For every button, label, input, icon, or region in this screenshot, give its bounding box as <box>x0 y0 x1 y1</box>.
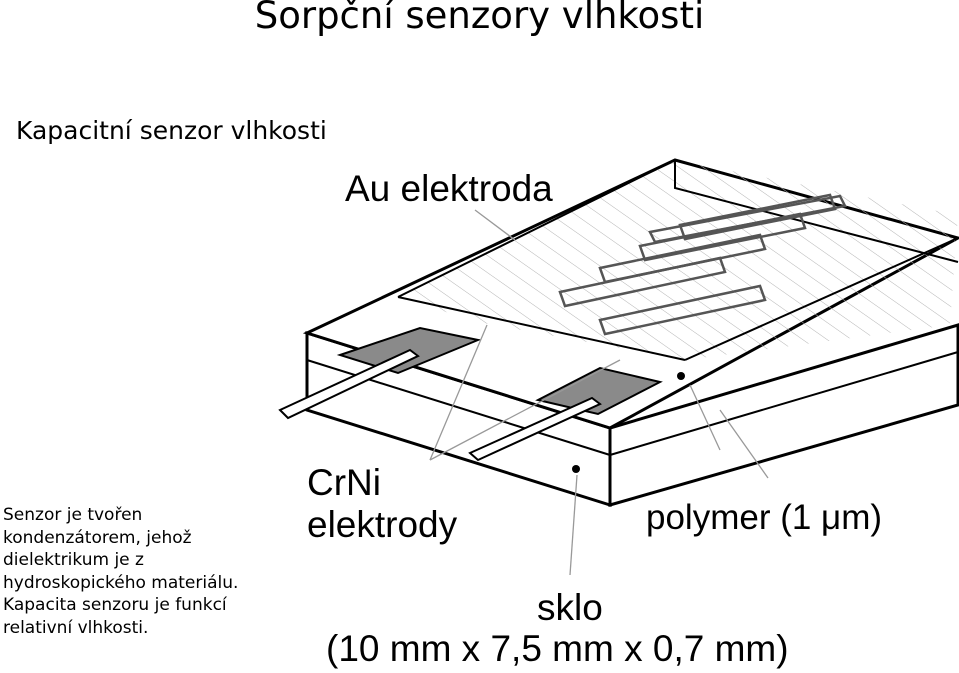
dimensions-label: (10 mm x 7,5 mm x 0,7 mm) <box>326 628 789 669</box>
polymer-marker-dot <box>677 372 685 380</box>
top-face-inner-edge <box>397 159 676 298</box>
lead-wire-right <box>468 396 602 462</box>
crni-electrode-label-line1: CrNi <box>307 462 381 503</box>
glass-label: sklo <box>537 587 603 628</box>
au-electrode-label: Au elektroda <box>345 168 553 209</box>
description-line: dielektrikum je z <box>3 550 144 571</box>
crni-electrode-label-line2: elektrody <box>307 504 458 545</box>
interdigitated-electrode <box>558 193 847 336</box>
description-line: Senzor je tvořen <box>3 505 143 525</box>
page-title: Sorpční senzory vlhkosti <box>254 0 705 37</box>
description-text: Senzor je tvořen kondenzátorem, jehož di… <box>3 504 293 640</box>
glass-marker-dot <box>572 465 580 473</box>
polymer-layer-edge <box>609 351 959 456</box>
description-line: relativní vlhkosti. <box>3 617 149 638</box>
description-line: kondenzátorem, jehož <box>3 527 192 548</box>
top-face-inner-edge <box>684 237 959 361</box>
top-face-inner-edge <box>674 160 959 263</box>
top-face-inner-edge <box>397 296 686 361</box>
polymer-label: polymer (1 μm) <box>646 498 883 537</box>
lead-wire-left <box>278 348 420 420</box>
description-line: hydroskopického materiálu. <box>3 572 239 593</box>
page-subtitle: Kapacitní senzor vlhkosti <box>16 116 327 145</box>
description-line: Kapacita senzoru je funkcí <box>3 595 227 616</box>
leader-lines <box>429 209 769 576</box>
